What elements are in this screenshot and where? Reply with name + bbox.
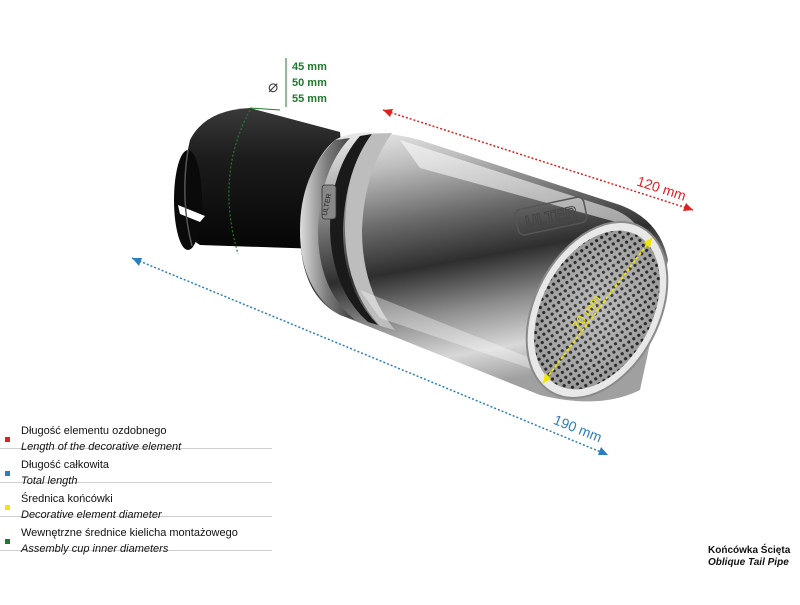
legend-label-pl: Długość elementu ozdobnego <box>21 425 167 437</box>
legend-color-blue <box>5 471 10 476</box>
legend-label-pl: Wewnętrzne średnice kielicha montażowego <box>21 527 238 539</box>
total-length-arrow-start <box>132 258 142 266</box>
legend-label-pl: Średnica końcówki <box>21 493 113 505</box>
legend-item-tip-diameter: Średnica końcówki Decorative element dia… <box>0 483 272 521</box>
total-length-arrow-end <box>598 447 608 455</box>
diameter-leader-line <box>249 107 281 111</box>
decorative-length-arrow-end <box>683 203 693 211</box>
decorative-length-arrow-start <box>383 109 393 117</box>
legend-label-pl: Długość całkowita <box>21 459 110 471</box>
tip-diameter-line <box>542 237 653 384</box>
brand-mark-collar: ULTER <box>322 193 334 216</box>
diameter-symbol: ⌀ <box>268 77 278 96</box>
product-name-en: Oblique Tail Pipe <box>708 557 789 568</box>
legend-color-red <box>5 437 10 442</box>
legend-color-yellow <box>5 505 10 510</box>
legend-item-assembly-diameters: Wewnętrzne średnice kielicha montażowego… <box>0 517 272 555</box>
decorative-length-label: 120 mm <box>635 173 688 204</box>
diameter-45: 45 mm <box>292 61 327 73</box>
brand-plate-collar: ULTER <box>321 184 337 220</box>
legend-item-total-length: Długość całkowita Total length <box>0 449 272 487</box>
legend-label-en: Assembly cup inner diameters <box>21 543 169 555</box>
tip-diameter-arrow-end <box>644 238 652 248</box>
assembly-diameter-line <box>228 109 251 255</box>
dimension-legend: Długość elementu ozdobnego Length of the… <box>0 415 272 555</box>
tip-diameter-arrow-start <box>543 373 551 383</box>
diameter-55: 55 mm <box>292 93 327 105</box>
diameter-50: 50 mm <box>292 77 327 89</box>
product-name-pl: Końcówka Ścięta <box>708 545 791 556</box>
assembly-diameters: ⌀ 45 mm 50 mm 55 mm <box>268 58 327 107</box>
legend-label-en: Length of the decorative element <box>21 441 182 453</box>
legend-color-green <box>5 539 10 544</box>
total-length-label: 190 mm <box>551 411 604 445</box>
legend-item-decorative-length: Długość elementu ozdobnego Length of the… <box>0 415 272 453</box>
legend-label-en: Total length <box>21 475 78 487</box>
legend-label-en: Decorative element diameter <box>21 509 162 521</box>
total-length-line <box>131 257 609 456</box>
product-name: Końcówka Ścięta Oblique Tail Pipe <box>708 545 800 569</box>
